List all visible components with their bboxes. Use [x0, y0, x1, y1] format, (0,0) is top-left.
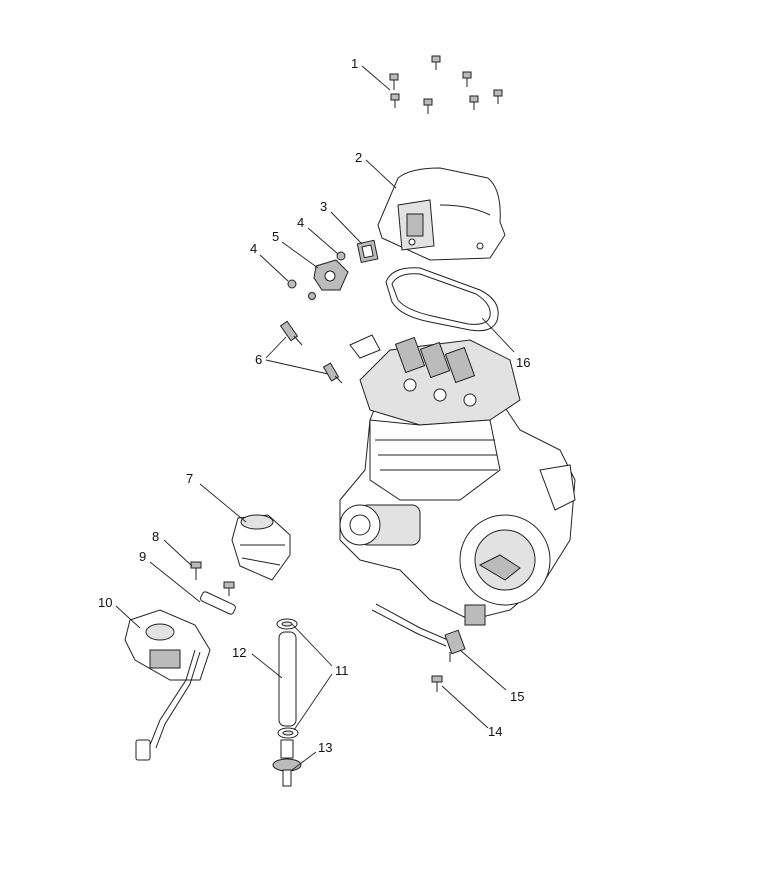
part-5-plate: [313, 259, 349, 291]
leader-10: [115, 605, 141, 629]
leader-12: [251, 653, 283, 679]
callout-2: 2: [355, 150, 362, 165]
part-10-throttle-body: [124, 609, 211, 761]
part-15-sensor: [371, 603, 466, 662]
part-13-fitting: [272, 739, 302, 787]
leader-6b: [265, 359, 329, 375]
part-8-bolt: [190, 561, 235, 596]
leader-lines: [115, 65, 515, 771]
callout-labels: 1 2 3 4 4 5 6 7 8 9 10 11 12 13 14 15 16: [98, 56, 530, 755]
leader-8: [163, 539, 193, 567]
callout-11: 11: [335, 663, 349, 678]
leader-11a: [291, 623, 333, 667]
leader-15: [459, 649, 507, 691]
part-12-hose: [278, 631, 297, 727]
callout-10: 10: [98, 595, 112, 610]
part-3-gasket: [356, 239, 379, 264]
leader-4b: [259, 254, 289, 282]
callout-6: 6: [255, 352, 262, 367]
callout-9: 9: [139, 549, 146, 564]
part-16-cover-gasket: [385, 267, 499, 332]
part-9-spacer: [200, 591, 236, 615]
callout-13: 13: [318, 740, 332, 755]
engine-assembly: [339, 334, 576, 626]
callout-15: 15: [510, 689, 524, 704]
leader-7: [199, 483, 247, 523]
leader-14: [441, 685, 489, 729]
leader-13: [291, 751, 317, 771]
leader-11b: [293, 673, 333, 731]
part-1-bolts: [389, 55, 503, 114]
part-4-screw-a: [336, 251, 346, 261]
leader-16: [481, 317, 515, 353]
leader-6a: [265, 336, 287, 359]
leader-9: [149, 561, 201, 603]
callout-7: 7: [186, 471, 193, 486]
part-2-valve-cover: [377, 167, 506, 261]
leader-3: [330, 211, 363, 245]
callout-8: 8: [152, 529, 159, 544]
callout-4a: 4: [297, 215, 304, 230]
leader-5: [281, 241, 319, 269]
callout-16: 16: [516, 355, 530, 370]
callout-14: 14: [488, 724, 502, 739]
leader-1: [361, 65, 391, 91]
callout-5: 5: [272, 229, 279, 244]
callout-4b: 4: [250, 241, 257, 256]
leader-2: [365, 159, 397, 189]
part-14-bolt: [431, 675, 443, 692]
part-6-sensor-a: [279, 320, 303, 346]
part-11-clamp-top: [276, 618, 298, 630]
part-4-screw-b: [287, 279, 316, 300]
callout-12: 12: [232, 645, 246, 660]
part-6-sensor-b: [322, 362, 343, 384]
leader-4a: [307, 227, 339, 255]
callout-3: 3: [320, 199, 327, 214]
part-7-intake-boot: [231, 514, 291, 581]
part-11-clamp-bottom: [277, 727, 299, 739]
callout-1: 1: [351, 56, 358, 71]
